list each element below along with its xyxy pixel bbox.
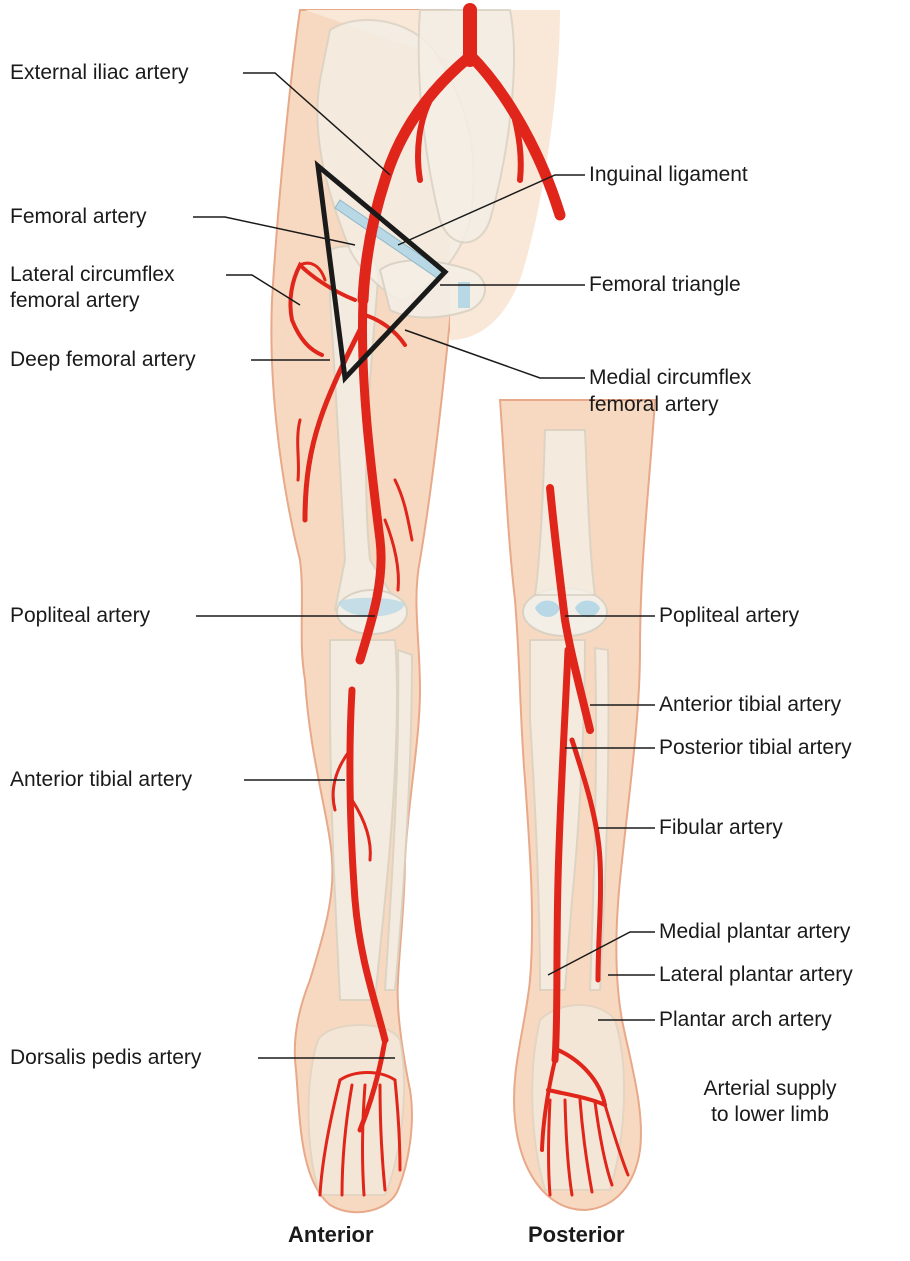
- label-posterior-tibial-artery: Posterior tibial artery: [659, 735, 852, 760]
- label-fibular-artery: Fibular artery: [659, 815, 783, 840]
- caption-line2: to lower limb: [670, 1102, 870, 1127]
- label-lateral-circumflex-line1: Lateral circumflex: [10, 262, 175, 287]
- label-dorsalis-pedis-artery: Dorsalis pedis artery: [10, 1045, 201, 1070]
- label-medial-circumflex-line2: femoral artery: [589, 392, 719, 417]
- posterior-femur: [535, 430, 595, 595]
- label-plantar-arch-artery: Plantar arch artery: [659, 1007, 832, 1032]
- caption-line1: Arterial supply: [670, 1076, 870, 1101]
- plantar-toe-1: [549, 1100, 551, 1195]
- label-popliteal-artery-anterior: Popliteal artery: [10, 603, 150, 628]
- label-medial-plantar-artery: Medial plantar artery: [659, 919, 850, 944]
- label-femoral-triangle: Femoral triangle: [589, 272, 741, 297]
- label-anterior-tibial-artery-anterior: Anterior tibial artery: [10, 767, 192, 792]
- view-label-anterior: Anterior: [288, 1222, 374, 1248]
- label-lateral-plantar-artery: Lateral plantar artery: [659, 962, 853, 987]
- posterior-limb: [500, 400, 655, 1210]
- label-anterior-tibial-artery-posterior: Anterior tibial artery: [659, 692, 841, 717]
- label-popliteal-artery-posterior: Popliteal artery: [659, 603, 799, 628]
- label-external-iliac-artery: External iliac artery: [10, 60, 189, 85]
- label-medial-circumflex-line1: Medial circumflex: [589, 365, 751, 390]
- label-inguinal-ligament: Inguinal ligament: [589, 162, 748, 187]
- pubic-cartilage: [458, 282, 470, 308]
- label-deep-femoral-artery: Deep femoral artery: [10, 347, 196, 372]
- label-femoral-artery: Femoral artery: [10, 204, 147, 229]
- view-label-posterior: Posterior: [528, 1222, 625, 1248]
- label-lateral-circumflex-line2: femoral artery: [10, 288, 140, 313]
